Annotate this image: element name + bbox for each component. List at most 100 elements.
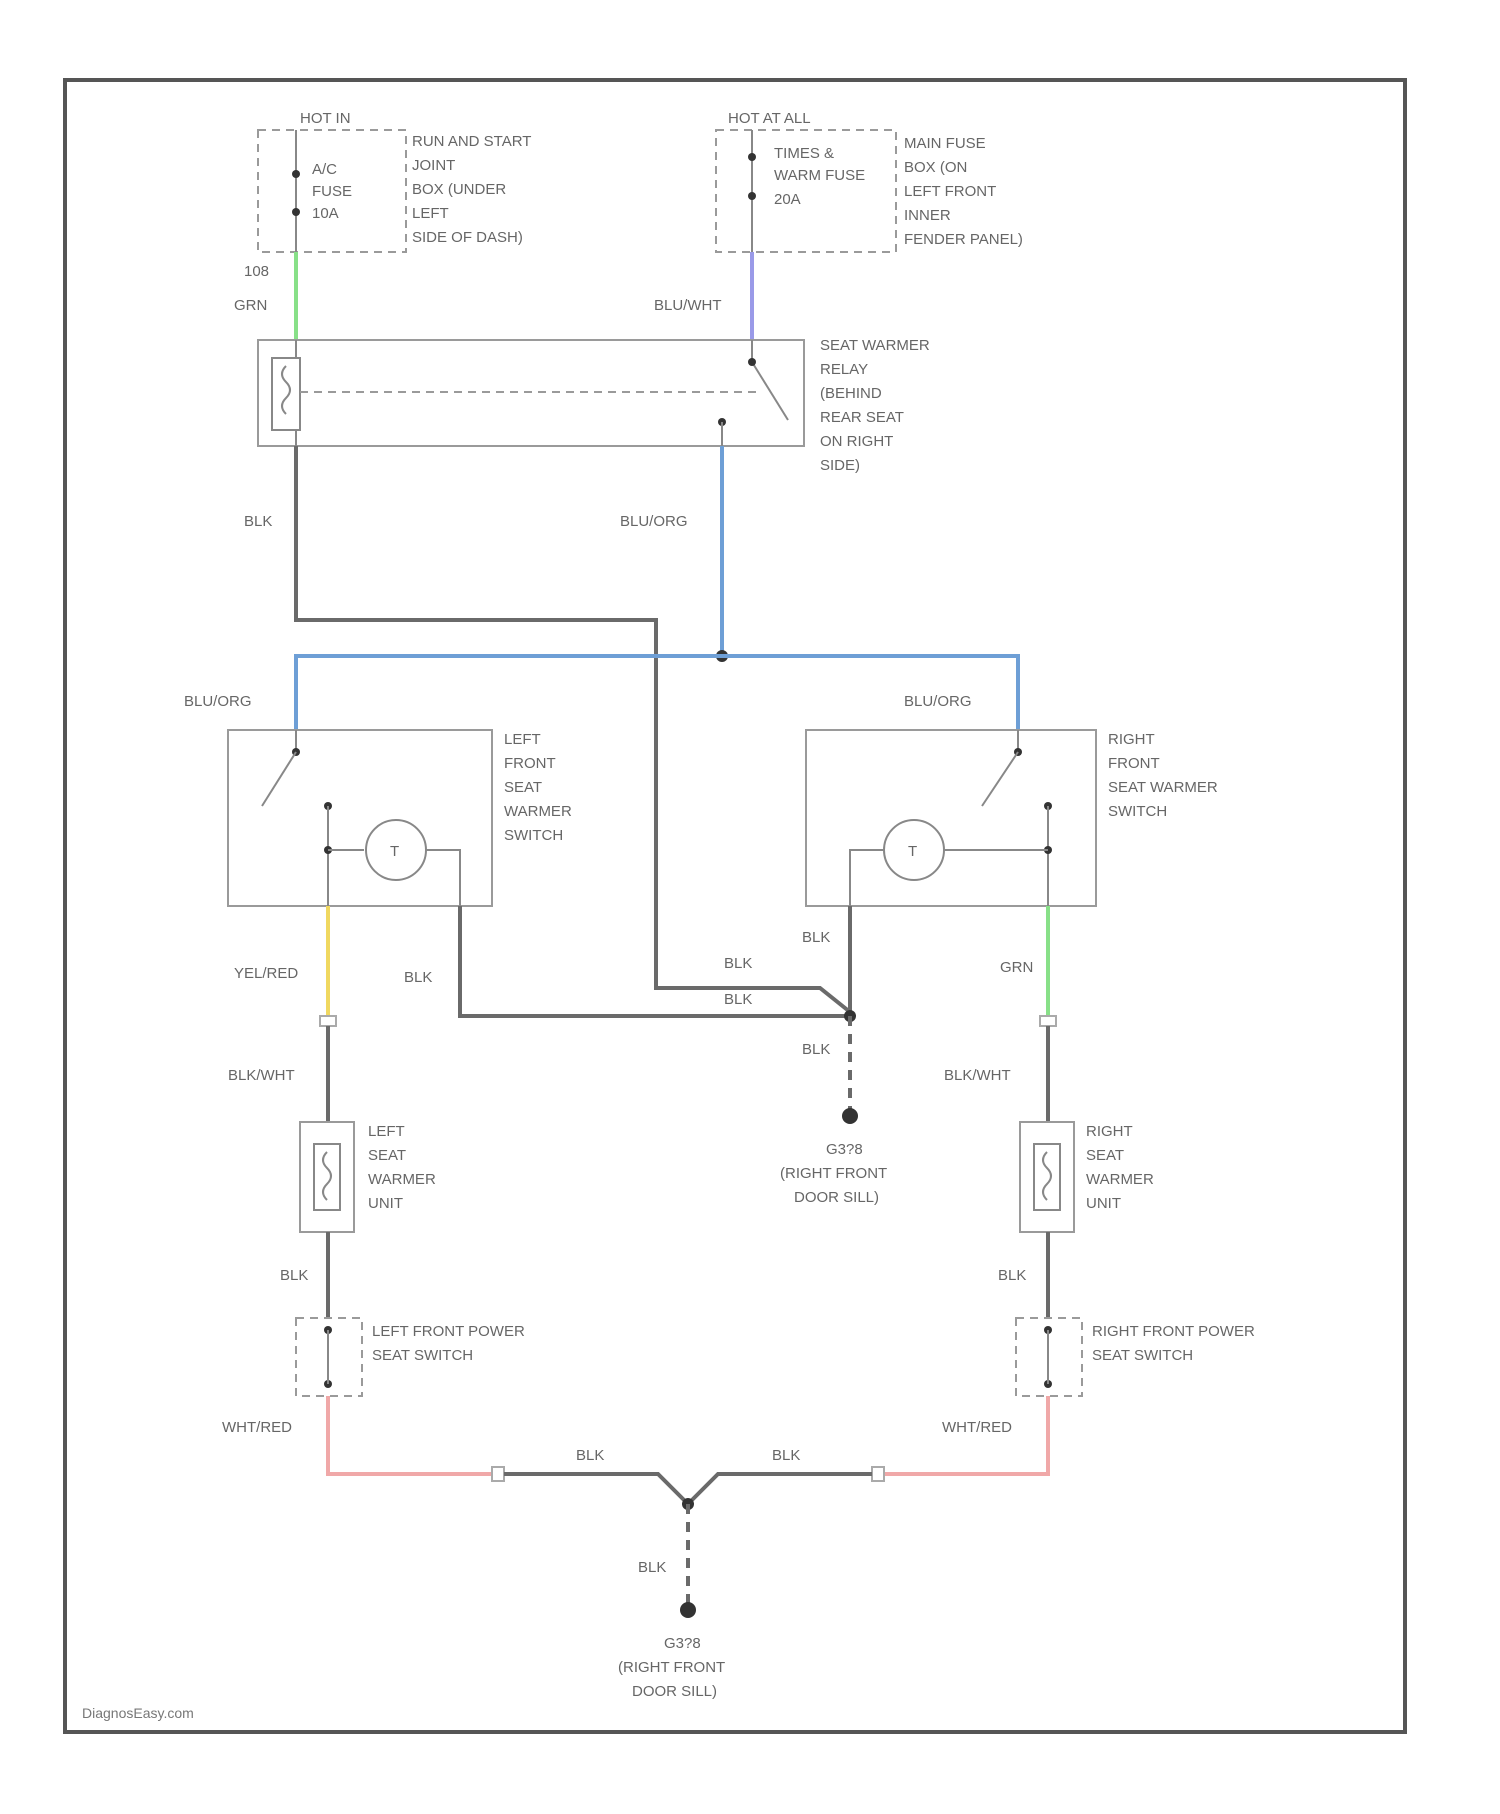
left-warmer-label-3: WARMER xyxy=(368,1171,436,1188)
hot-at-all-fuse-block: HOT AT ALL TIMES & WARM FUSE 20A MAIN FU… xyxy=(716,110,1023,252)
wire-label-wht-red-left: WHT/RED xyxy=(222,1419,292,1436)
ground-lower-label-3: DOOR SILL) xyxy=(632,1683,717,1700)
relay-label-4: REAR SEAT xyxy=(820,409,904,426)
left-switch-label-4: WARMER xyxy=(504,803,572,820)
wire-label-blk-bottom-right: BLK xyxy=(772,1447,800,1464)
wire-label-blu-org-relay: BLU/ORG xyxy=(620,513,688,530)
left-switch-label-1: LEFT xyxy=(504,731,541,748)
left-heater-element xyxy=(314,1144,340,1210)
relay-coil xyxy=(272,358,300,430)
wire-label-blk-left-switch: BLK xyxy=(404,969,432,986)
relay-contact-arm xyxy=(752,362,788,420)
connector-left-upper xyxy=(320,1016,336,1026)
wire-label-blu-org-left: BLU/ORG xyxy=(184,693,252,710)
relay-label-1: SEAT WARMER xyxy=(820,337,930,354)
hot-at-all-fuse-line-2: WARM FUSE xyxy=(774,167,865,184)
right-warmer-box xyxy=(1020,1122,1074,1232)
wire-label-blk-relay: BLK xyxy=(244,513,272,530)
hot-at-all-fuse-line-1: TIMES & xyxy=(774,145,834,162)
credit-text: DiagnosEasy.com xyxy=(82,1705,194,1721)
hot-in-location-4: LEFT xyxy=(412,205,449,222)
wire-blu-org-right xyxy=(722,656,1018,730)
fuse-terminal-bottom xyxy=(292,208,300,216)
ground-upper-label-3: DOOR SILL) xyxy=(794,1189,879,1206)
right-switch-label-2: FRONT xyxy=(1108,755,1160,772)
right-warmer-label-4: UNIT xyxy=(1086,1195,1121,1212)
fuse-terminal-top xyxy=(748,153,756,161)
ground-upper-label-1: G3?8 xyxy=(826,1141,863,1158)
hot-at-all-location-5: FENDER PANEL) xyxy=(904,231,1023,248)
left-switch-box xyxy=(228,730,492,906)
fuse-terminal-top xyxy=(292,170,300,178)
left-front-seat-warmer-switch: T LEFT FRONT SEAT WARMER SWITCH xyxy=(228,730,572,906)
hot-in-label: HOT IN xyxy=(300,110,351,127)
wire-label-grn-top: GRN xyxy=(234,297,267,314)
hot-in-fuse-line-1: A/C xyxy=(312,161,337,178)
relay-label-6: SIDE) xyxy=(820,457,860,474)
wire-label-blu-wht-top: BLU/WHT xyxy=(654,297,722,314)
wire-label-blk-splice-1: BLK xyxy=(724,955,752,972)
left-switch-arm xyxy=(262,752,296,806)
fuse-terminal-bottom xyxy=(748,192,756,200)
wire-label-blk-ground: BLK xyxy=(802,1041,830,1058)
hot-in-location-5: SIDE OF DASH) xyxy=(412,229,523,246)
right-front-seat-warmer-switch: T RIGHT FRONT SEAT WARMER SWITCH xyxy=(806,730,1218,906)
right-power-seat-label-2: SEAT SWITCH xyxy=(1092,1347,1193,1364)
right-switch-label-1: RIGHT xyxy=(1108,731,1155,748)
connector-bottom-right xyxy=(872,1467,884,1481)
right-heater-element xyxy=(1034,1144,1060,1210)
wire-blk-bottom-right xyxy=(688,1474,872,1504)
right-warmer-label-3: WARMER xyxy=(1086,1171,1154,1188)
left-warmer-box xyxy=(300,1122,354,1232)
right-switch-arm xyxy=(982,752,1018,806)
wire-label-wht-red-right: WHT/RED xyxy=(942,1419,1012,1436)
left-switch-label-2: FRONT xyxy=(504,755,556,772)
wire-label-blk-splice-2: BLK xyxy=(724,991,752,1008)
right-power-seat-label-1: RIGHT FRONT POWER xyxy=(1092,1323,1255,1340)
hot-at-all-location-2: BOX (ON xyxy=(904,159,967,176)
left-power-seat-label-1: LEFT FRONT POWER xyxy=(372,1323,525,1340)
left-warmer-label-1: LEFT xyxy=(368,1123,405,1140)
ground-lower-icon xyxy=(680,1602,696,1618)
ground-upper-icon xyxy=(842,1108,858,1124)
wire-label-blk-right-unit: BLK xyxy=(998,1267,1026,1284)
hot-at-all-location-1: MAIN FUSE xyxy=(904,135,986,152)
ground-lower-label-1: G3?8 xyxy=(664,1635,701,1652)
left-seat-warmer-unit: LEFT SEAT WARMER UNIT xyxy=(300,1122,436,1232)
left-front-power-seat-switch: LEFT FRONT POWER SEAT SWITCH xyxy=(296,1318,525,1396)
ground-upper-label-2: (RIGHT FRONT xyxy=(780,1165,887,1182)
wire-label-blk-wht-left: BLK/WHT xyxy=(228,1067,295,1084)
left-switch-label-3: SEAT xyxy=(504,779,542,796)
right-warmer-label-1: RIGHT xyxy=(1086,1123,1133,1140)
svg-text:T: T xyxy=(390,843,399,860)
wire-label-blk-left-unit: BLK xyxy=(280,1267,308,1284)
relay-label-5: ON RIGHT xyxy=(820,433,893,450)
wire-wht-red-left xyxy=(328,1396,496,1474)
wire-label-yel-red: YEL/RED xyxy=(234,965,298,982)
connector-bottom-left xyxy=(492,1467,504,1481)
svg-text:T: T xyxy=(908,843,917,860)
hot-in-fuse-block: HOT IN A/C FUSE 10A RUN AND START JOINT … xyxy=(244,110,531,280)
right-warmer-label-2: SEAT xyxy=(1086,1147,1124,1164)
left-switch-label-5: SWITCH xyxy=(504,827,563,844)
right-seat-warmer-unit: RIGHT SEAT WARMER UNIT xyxy=(1020,1122,1154,1232)
wire-label-blk-wht-right: BLK/WHT xyxy=(944,1067,1011,1084)
hot-at-all-location-4: INNER xyxy=(904,207,951,224)
right-switch-label-3: SEAT WARMER xyxy=(1108,779,1218,796)
hot-in-fuse-line-2: FUSE xyxy=(312,183,352,200)
wire-blu-org-left xyxy=(296,656,722,730)
left-power-seat-label-2: SEAT SWITCH xyxy=(372,1347,473,1364)
connector-right-upper xyxy=(1040,1016,1056,1026)
ground-lower-label-2: (RIGHT FRONT xyxy=(618,1659,725,1676)
hot-in-location-2: JOINT xyxy=(412,157,455,174)
wire-blk-bottom-left xyxy=(504,1474,688,1504)
hot-in-location-1: RUN AND START xyxy=(412,133,531,150)
hot-at-all-fuse-line-3: 20A xyxy=(774,191,801,208)
wire-label-blk-bottom-ground: BLK xyxy=(638,1559,666,1576)
right-switch-label-4: SWITCH xyxy=(1108,803,1167,820)
wire-label-blk-bottom-left: BLK xyxy=(576,1447,604,1464)
left-warmer-label-2: SEAT xyxy=(368,1147,406,1164)
relay-label-2: RELAY xyxy=(820,361,868,378)
right-front-power-seat-switch: RIGHT FRONT POWER SEAT SWITCH xyxy=(1016,1318,1255,1396)
